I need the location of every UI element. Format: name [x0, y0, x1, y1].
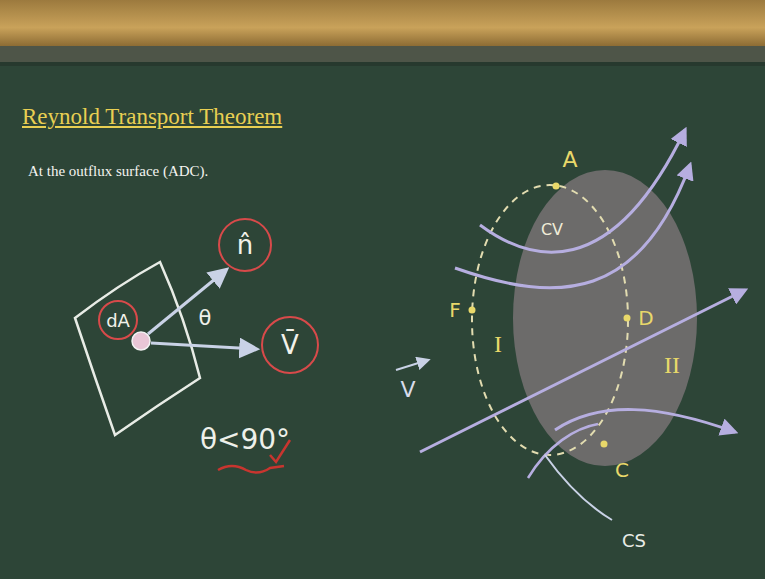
surface-patch	[75, 262, 200, 435]
subtitle: At the outflux surface (ADC).	[28, 163, 208, 180]
frame-shadow	[0, 62, 765, 66]
point-dot	[601, 441, 608, 448]
circled-symbol: dA	[98, 300, 138, 340]
region-label: I	[494, 331, 502, 359]
vector-arrow-symbol	[396, 360, 428, 370]
velocity-label: V	[400, 377, 415, 402]
region-label: II	[664, 352, 680, 380]
point-dot	[624, 315, 631, 322]
point-label: D	[638, 307, 653, 330]
point-dot	[553, 183, 560, 190]
streamline	[455, 165, 690, 288]
circled-symbol: n̂	[218, 218, 272, 272]
control-volume-shading	[513, 170, 697, 466]
area-element-dot	[132, 332, 150, 350]
circled-symbol: V̄	[261, 316, 319, 374]
leader-line	[545, 455, 612, 520]
symbol-text: dA	[106, 310, 130, 331]
red-underline	[218, 466, 284, 473]
region-label: CV	[541, 221, 563, 239]
point-label: A	[562, 147, 577, 172]
point-label: F	[449, 299, 461, 322]
point-dot	[469, 307, 476, 314]
streamline	[528, 424, 598, 478]
title: Reynold Transport Theorem	[22, 104, 282, 130]
wood-frame	[0, 0, 765, 46]
point-label: C	[615, 459, 629, 482]
control-surface-label: CS	[622, 531, 646, 552]
normal-vector-arrow	[148, 270, 226, 334]
symbol-text: n̂	[237, 230, 253, 260]
angle-symbol: θ	[199, 306, 212, 330]
symbol-text: V̄	[281, 330, 299, 360]
velocity-vector-arrow	[151, 343, 256, 349]
frame-ledge	[0, 46, 765, 62]
angle-condition: θ<90°	[200, 424, 290, 456]
